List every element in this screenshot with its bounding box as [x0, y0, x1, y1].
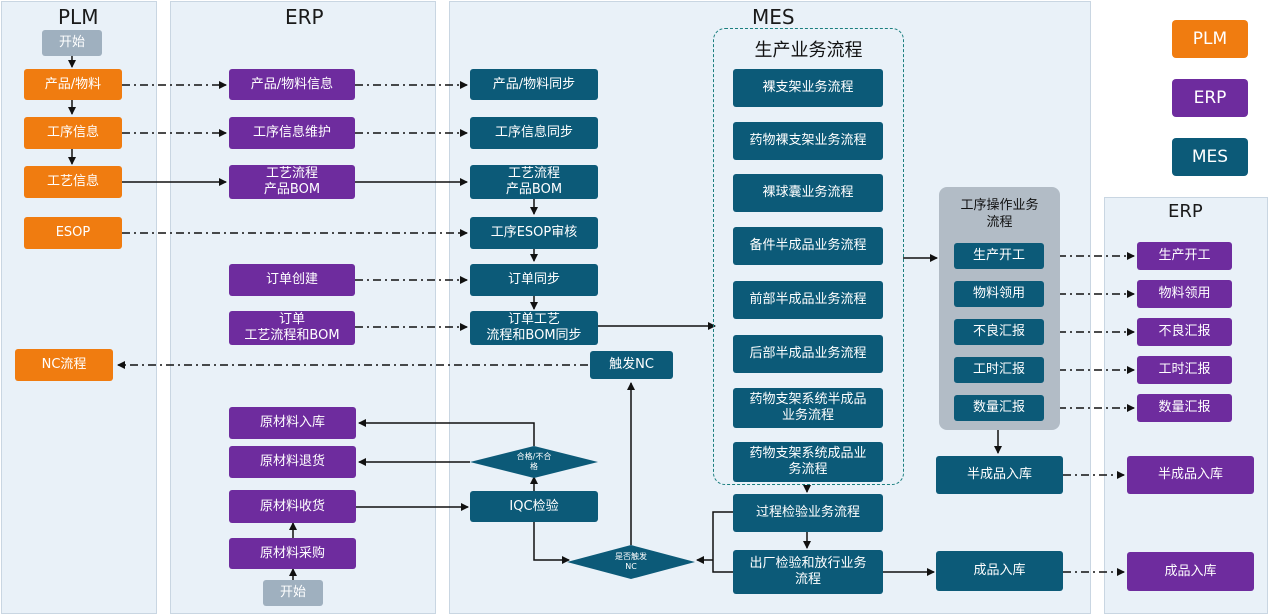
mes-process-inspection[interactable]: 过程检验业务流程	[733, 494, 883, 532]
prod-flow-1[interactable]: 裸支架业务流程	[733, 69, 883, 107]
erp-order-craft-bom[interactable]: 订单 工艺流程和BOM	[229, 311, 355, 345]
op-defect-report[interactable]: 不良汇报	[954, 319, 1044, 345]
mes-semi-in-stock[interactable]: 半成品入库	[936, 456, 1063, 494]
mes-process-info-sync[interactable]: 工序信息同步	[470, 117, 598, 149]
legend-erp: ERP	[1172, 79, 1248, 117]
erp-product-material-info[interactable]: 产品/物料信息	[229, 69, 355, 100]
pass-fail-decision	[470, 446, 598, 478]
mes-product-material-sync[interactable]: 产品/物料同步	[470, 69, 598, 100]
erp-right-semi-in-stock[interactable]: 半成品入库	[1127, 456, 1254, 494]
prod-flow-8[interactable]: 药物支架系统成品业 务流程	[733, 442, 883, 482]
prod-flow-6[interactable]: 后部半成品业务流程	[733, 335, 883, 373]
erp-order-create[interactable]: 订单创建	[229, 264, 355, 296]
erp-raw-in-stock[interactable]: 原材料入库	[229, 407, 356, 439]
op-group	[939, 187, 1060, 430]
op-start-production[interactable]: 生产开工	[954, 243, 1044, 269]
legend-mes: MES	[1172, 138, 1248, 176]
legend-plm: PLM	[1172, 20, 1248, 58]
erp-right-material-requisition[interactable]: 物料领用	[1137, 280, 1232, 308]
prod-flow-2[interactable]: 药物裸支架业务流程	[733, 122, 883, 160]
mes-final-inspection[interactable]: 出厂检验和放行业务 流程	[733, 550, 883, 594]
erp-right-start-production[interactable]: 生产开工	[1137, 242, 1232, 270]
mes-craft-bom[interactable]: 工艺流程 产品BOM	[470, 165, 598, 199]
plm-nc-flow[interactable]: NC流程	[15, 349, 113, 381]
trigger-nc-decision	[567, 545, 695, 579]
mes-order-sync[interactable]: 订单同步	[470, 264, 598, 296]
pass-fail-label: 合格/不合 格	[516, 452, 552, 471]
lane-plm	[1, 1, 157, 614]
mes-finished-in-stock[interactable]: 成品入库	[936, 551, 1063, 591]
erp-raw-receive[interactable]: 原材料收货	[229, 490, 356, 523]
op-material-requisition[interactable]: 物料领用	[954, 281, 1044, 307]
trigger-nc-label: 是否触发 NC	[615, 552, 647, 571]
prod-flow-3[interactable]: 裸球囊业务流程	[733, 174, 883, 212]
lane-title-mes: MES	[752, 5, 795, 29]
erp-start[interactable]: 开始	[263, 580, 323, 606]
erp-process-info-maint[interactable]: 工序信息维护	[229, 117, 355, 149]
production-flow-group	[713, 28, 904, 485]
erp-raw-return[interactable]: 原材料退货	[229, 446, 356, 478]
mes-order-craft-bom-sync[interactable]: 订单工艺 流程和BOM同步	[470, 311, 598, 345]
lane-title-erp: ERP	[285, 5, 324, 29]
plm-product-material[interactable]: 产品/物料	[24, 69, 122, 100]
mes-esop-review[interactable]: 工序ESOP审核	[470, 217, 598, 249]
lane-title-erp-right: ERP	[1168, 201, 1203, 222]
erp-right-defect-report[interactable]: 不良汇报	[1137, 318, 1232, 346]
plm-craft-info[interactable]: 工艺信息	[24, 166, 122, 198]
op-quantity-report[interactable]: 数量汇报	[954, 395, 1044, 421]
plm-esop[interactable]: ESOP	[24, 217, 122, 249]
mes-trigger-nc[interactable]: 触发NC	[590, 351, 673, 379]
mes-iqc[interactable]: IQC检验	[470, 491, 598, 522]
erp-right-quantity-report[interactable]: 数量汇报	[1137, 394, 1232, 422]
prod-flow-5[interactable]: 前部半成品业务流程	[733, 281, 883, 319]
plm-process-info[interactable]: 工序信息	[24, 117, 122, 149]
production-flow-title: 生产业务流程	[754, 40, 863, 61]
erp-right-hours-report[interactable]: 工时汇报	[1137, 356, 1232, 384]
op-group-title: 工序操作业务 流程	[960, 198, 1039, 230]
lane-title-plm: PLM	[58, 5, 99, 29]
erp-raw-purchase[interactable]: 原材料采购	[229, 538, 356, 569]
plm-start[interactable]: 开始	[42, 30, 102, 56]
prod-flow-7[interactable]: 药物支架系统半成品 业务流程	[733, 388, 883, 428]
prod-flow-4[interactable]: 备件半成品业务流程	[733, 227, 883, 265]
erp-craft-bom[interactable]: 工艺流程 产品BOM	[229, 165, 355, 199]
op-hours-report[interactable]: 工时汇报	[954, 357, 1044, 383]
erp-right-finished-in-stock[interactable]: 成品入库	[1127, 552, 1254, 591]
